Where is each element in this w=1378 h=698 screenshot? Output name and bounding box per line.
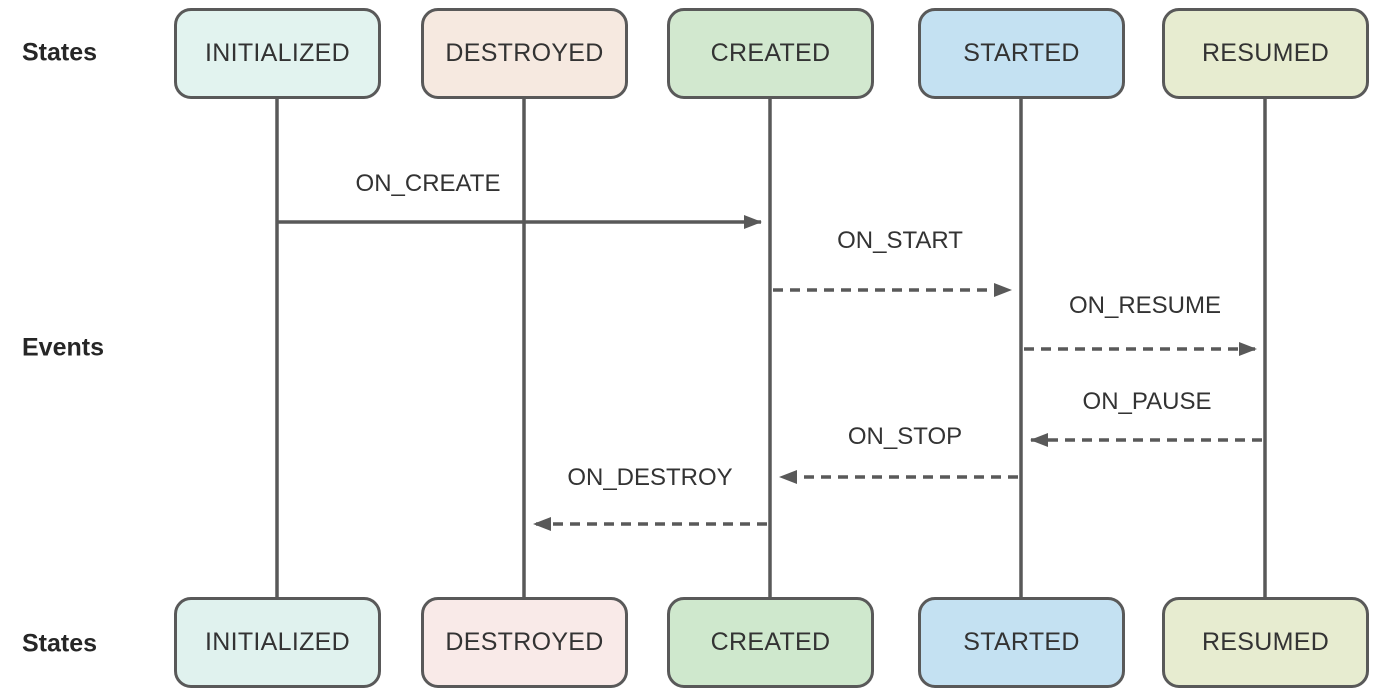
event-label-on-create: ON_CREATE (355, 170, 501, 197)
state-label: STARTED (963, 39, 1080, 67)
state-box-resumed-top: RESUMED (1162, 8, 1369, 99)
state-box-resumed-bottom: RESUMED (1162, 597, 1369, 688)
row-label-states-bottom: States (22, 629, 98, 658)
state-box-started-top: STARTED (918, 8, 1125, 99)
state-label: DESTROYED (445, 628, 604, 656)
state-label: CREATED (710, 628, 831, 656)
state-box-initialized-bottom: INITIALIZED (174, 597, 381, 688)
state-box-destroyed-top: DESTROYED (421, 8, 628, 99)
state-label: INITIALIZED (205, 628, 350, 656)
event-label-on-start: ON_START (837, 227, 963, 254)
state-label: DESTROYED (445, 39, 604, 67)
state-label: RESUMED (1201, 628, 1330, 656)
row-label-events: Events (22, 333, 104, 362)
event-label-on-stop: ON_STOP (847, 423, 963, 450)
state-box-created-bottom: CREATED (667, 597, 874, 688)
state-box-started-bottom: STARTED (918, 597, 1125, 688)
event-label-on-pause: ON_PAUSE (1082, 388, 1212, 415)
event-label-on-resume: ON_RESUME (1068, 292, 1222, 319)
state-label: INITIALIZED (205, 39, 350, 67)
state-label: RESUMED (1201, 39, 1330, 67)
state-label: STARTED (963, 628, 1080, 656)
state-label: CREATED (710, 39, 831, 67)
state-box-initialized-top: INITIALIZED (174, 8, 381, 99)
state-box-destroyed-bottom: DESTROYED (421, 597, 628, 688)
event-label-on-destroy: ON_DESTROY (567, 464, 733, 491)
row-label-states-top: States (22, 38, 98, 67)
state-box-created-top: CREATED (667, 8, 874, 99)
